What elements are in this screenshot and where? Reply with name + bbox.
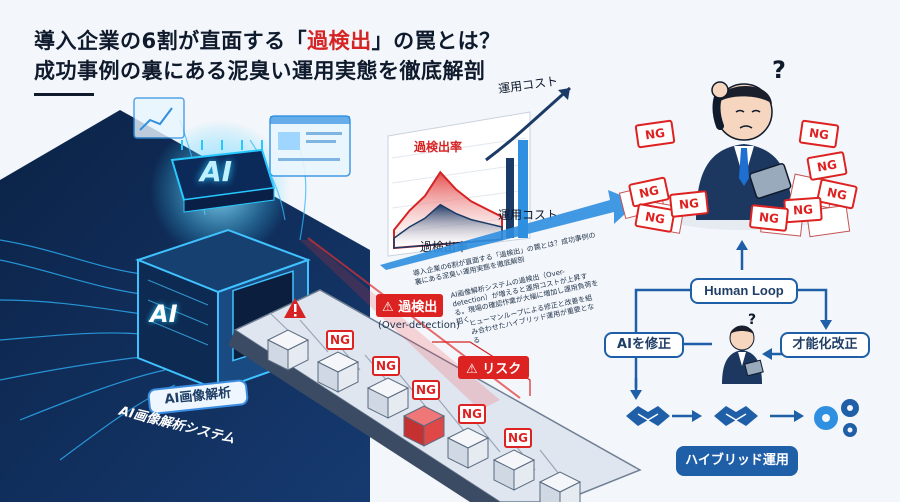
- overdetect-alert-text: 過検出: [398, 300, 438, 315]
- risk-icon: ⚠: [466, 362, 483, 377]
- improve-pill: 才能化改正: [780, 332, 870, 358]
- headline-line1: 導入企業の6割が直面する「過検出」の罠とは？: [34, 26, 501, 56]
- ai-fix-pill: AIを修正: [604, 332, 684, 358]
- ng-tag-4: NG: [458, 404, 486, 424]
- hybrid-pill: ハイブリッド運用: [676, 446, 798, 476]
- chart-window-icon: [133, 97, 185, 139]
- overdetect-alert: ⚠ 過検出: [376, 294, 444, 317]
- risk-alert: ⚠ リスク: [458, 356, 530, 379]
- headline: 導入企業の6割が直面する「過検出」の罠とは？ 成功事例の裏にある泥臭い運用実態を…: [34, 26, 501, 86]
- headline-highlight: 過検出: [307, 29, 372, 53]
- chart-label-cost-bottom: 運用コスト: [498, 208, 559, 222]
- ng-tag-3: NG: [412, 380, 440, 400]
- headline-line2: 成功事例の裏にある泥臭い運用実態を徹底解剖: [34, 59, 486, 83]
- gears-icon: [814, 399, 859, 437]
- operator-question-mark: ?: [748, 312, 757, 328]
- ng-tag-5: NG: [504, 428, 532, 448]
- cost-bars: [506, 140, 528, 238]
- ng-tag-2: NG: [372, 356, 400, 376]
- chart-card: [387, 111, 531, 257]
- boxes: [266, 329, 582, 502]
- operator-figure: [722, 325, 764, 384]
- warning-icon: [284, 298, 306, 318]
- cost-trend-arrow: [485, 86, 571, 162]
- box-label: AI: [150, 300, 178, 328]
- headline-line1-end: 」の罠とは？: [371, 29, 501, 53]
- risk-alert-text: リスク: [482, 362, 522, 377]
- overdetect-subtitle: (Over-detection): [378, 320, 461, 331]
- chart-label-overdetect-red: 過検出率: [414, 140, 463, 154]
- flow-arrow: [380, 190, 638, 270]
- ai-chip: [170, 140, 276, 213]
- ui-window-icon: [269, 115, 351, 177]
- title-underline: [34, 93, 94, 96]
- handshake-icon-1: [626, 406, 670, 426]
- human-loop-pill: Human Loop: [690, 278, 798, 304]
- chip-label: AI: [200, 155, 233, 188]
- question-mark: ?: [772, 56, 786, 84]
- headline-line1-text: 導入企業の6割が直面する「: [34, 29, 308, 53]
- alert-icon: ⚠: [382, 300, 399, 315]
- ng-tag-1: NG: [326, 330, 354, 350]
- handshake-icon-2: [714, 406, 758, 426]
